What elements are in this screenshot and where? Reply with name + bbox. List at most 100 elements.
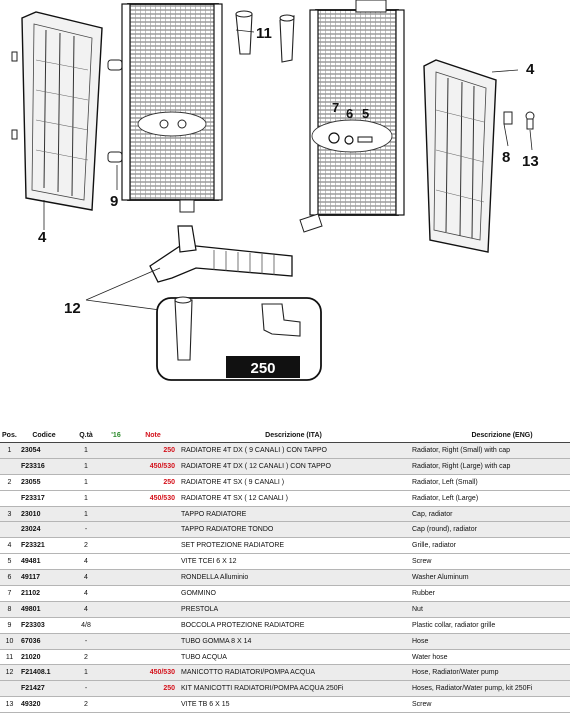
cell-description-ita: RADIATORE 4T DX ( 12 CANALI ) CON TAPPO [177,458,408,475]
cell-year [103,680,129,698]
cell-qty: 4 [69,601,103,618]
cell-pos: 7 [0,585,19,602]
cell-qty: 4/8 [69,617,103,634]
cell-code: F23316 [19,458,69,475]
cell-pos: 3 [0,506,19,523]
cell-description-eng: Screw [408,553,570,571]
leader-lines [43,29,533,311]
cell-code: 23024 [19,521,69,539]
cell-qty: 2 [69,696,103,714]
cell-description-ita: KIT MANICOTTI RADIATORI/POMPA ACQUA 250F… [177,680,408,698]
callout-4-right: 4 [526,61,535,78]
cell-year [103,617,129,634]
cell-year [103,553,129,571]
cell-code: F23317 [19,490,69,507]
cell-code: F23303 [19,617,69,634]
cell-description-eng: Radiator, Right (Large) with cap [408,458,570,475]
cell-description-ita: RONDELLA Alluminio [177,569,408,587]
cell-pos: 2 [0,474,19,491]
cell-year [103,696,129,714]
cell-note [129,696,177,714]
cell-pos [0,490,19,507]
cell-pos: 10 [0,633,19,650]
header-description-eng: Descrizione (ENG) [408,428,570,443]
radiator-right [299,0,405,233]
cell-year [103,569,129,587]
cell-note: 250 [129,680,177,698]
radiator-grille-left [11,11,103,211]
cell-year [103,458,129,475]
cell-description-ita: VITE TB 6 X 15 [177,696,408,714]
cell-description-eng: Hoses, Radiator/Water pump, kit 250Fi [408,680,570,698]
cell-description-eng: Hose, Radiator/Water pump [408,664,570,682]
cell-year [103,649,129,666]
cell-year [103,521,129,539]
cell-pos: 1 [0,442,19,459]
header-year: '16 [103,428,129,443]
header-pos: Pos. [0,428,19,443]
cell-qty: 1 [69,474,103,491]
cell-description-ita: MANICOTTO RADIATORI/POMPA ACQUA [177,664,408,682]
cell-description-eng: Hose [408,633,570,650]
water-hose [235,10,295,63]
cell-code: 49117 [19,569,69,587]
cell-note [129,553,177,571]
cell-pos [0,458,19,475]
callout-11: 11 [256,25,272,42]
cell-note: 250 [129,442,177,459]
radiator-left [121,3,223,213]
header-code: Codice [19,428,69,443]
cell-qty: 1 [69,458,103,475]
cell-qty: 4 [69,553,103,571]
cell-code: 49481 [19,553,69,571]
cell-description-eng: Cap (round), radiator [408,521,570,539]
cell-qty: - [69,633,103,650]
cell-code: F21427 [19,680,69,698]
cell-description-ita: RADIATORE 4T DX ( 9 CANALI ) CON TAPPO [177,442,408,459]
exploded-diagram: 250 11 4 7 6 5 8 13 9 4 12 [11,0,539,381]
header-note: Note [129,428,177,443]
cell-year [103,585,129,602]
cell-qty: 1 [69,442,103,459]
inset-label: 250 [250,360,275,377]
cell-note: 250 [129,474,177,491]
cell-description-ita: RADIATORE 4T SX ( 12 CANALI ) [177,490,408,507]
cell-year [103,633,129,650]
cell-qty: 2 [69,649,103,666]
cell-description-ita: PRESTOLA [177,601,408,618]
cell-qty: 2 [69,537,103,555]
cell-description-eng: Cap, radiator [408,506,570,523]
cell-description-eng: Screw [408,696,570,714]
cell-description-eng: Radiator, Left (Small) [408,474,570,491]
cell-description-eng: Radiator, Right (Small) with cap [408,442,570,459]
callout-8: 8 [502,149,510,166]
cell-code: 23010 [19,506,69,523]
cell-description-eng: Washer Aluminum [408,569,570,587]
cell-description-ita: TUBO GOMMA 8 X 14 [177,633,408,650]
cell-pos: 12 [0,664,19,682]
cell-description-eng: Nut [408,601,570,618]
cell-code: 23055 [19,474,69,491]
cell-pos: 6 [0,569,19,587]
cell-code: F21408.1 [19,664,69,682]
cell-note [129,521,177,539]
cell-code: F23321 [19,537,69,555]
cell-pos: 9 [0,617,19,634]
cell-description-ita: BOCCOLA PROTEZIONE RADIATORE [177,617,408,634]
cell-description-ita: TUBO ACQUA [177,649,408,666]
callout-9: 9 [110,193,118,210]
cell-code: 21020 [19,649,69,666]
cell-description-ita: TAPPO RADIATORE [177,506,408,523]
cell-pos: 13 [0,696,19,714]
cell-note: 450/530 [129,458,177,475]
cell-description-eng: Rubber [408,585,570,602]
